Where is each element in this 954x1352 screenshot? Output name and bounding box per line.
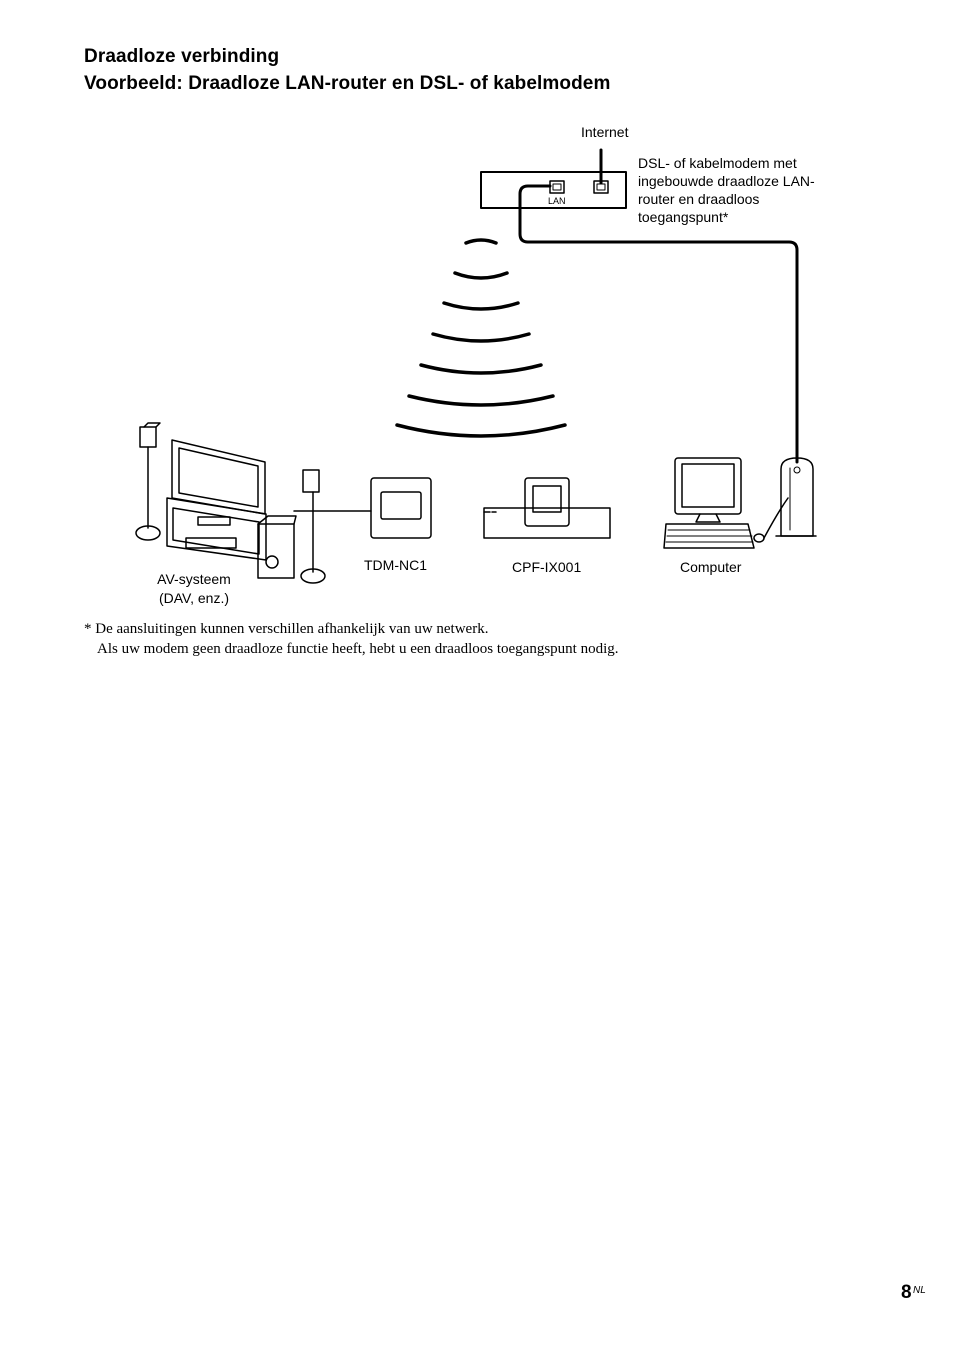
computer-illustration (663, 457, 817, 549)
footnote-line-2: Als uw modem geen draadloze functie heef… (97, 641, 619, 657)
page-language-suffix: NL (913, 1285, 926, 1296)
av-system-label: AV-systeem (157, 571, 231, 587)
av-system-illustration (135, 422, 372, 584)
computer-label: Computer (680, 559, 742, 575)
section-title: Draadloze verbinding (84, 46, 280, 67)
lan-port-label: LAN (548, 196, 566, 206)
cpf-ix001-illustration (483, 477, 611, 539)
internet-label: Internet (581, 124, 629, 140)
tdm-nc1-illustration (370, 477, 432, 539)
footnote-line-1: * De aansluitingen kunnen verschillen af… (84, 621, 489, 637)
section-subtitle: Voorbeeld: Draadloze LAN-router en DSL- … (84, 73, 611, 94)
cpf-ix001-label: CPF-IX001 (512, 559, 582, 575)
modem-label-line-1: DSL- of kabelmodem met (638, 155, 797, 171)
wan-port-icon (593, 180, 609, 194)
tdm-nc1-label: TDM-NC1 (364, 557, 427, 573)
wireless-signal-icon (395, 238, 567, 438)
lan-port-icon (549, 180, 565, 194)
modem-label-line-4: toegangspunt* (638, 209, 729, 225)
network-diagram: LAN (135, 148, 817, 584)
modem-label-line-2: ingebouwde draadloze LAN- (638, 173, 815, 189)
modem-label-line-3: router en draadloos (638, 191, 760, 207)
lan-cable (518, 184, 799, 464)
av-system-sublabel: (DAV, enz.) (158, 590, 230, 606)
page-number: 8 (901, 1282, 912, 1303)
modem-router-illustration: LAN (480, 171, 627, 209)
